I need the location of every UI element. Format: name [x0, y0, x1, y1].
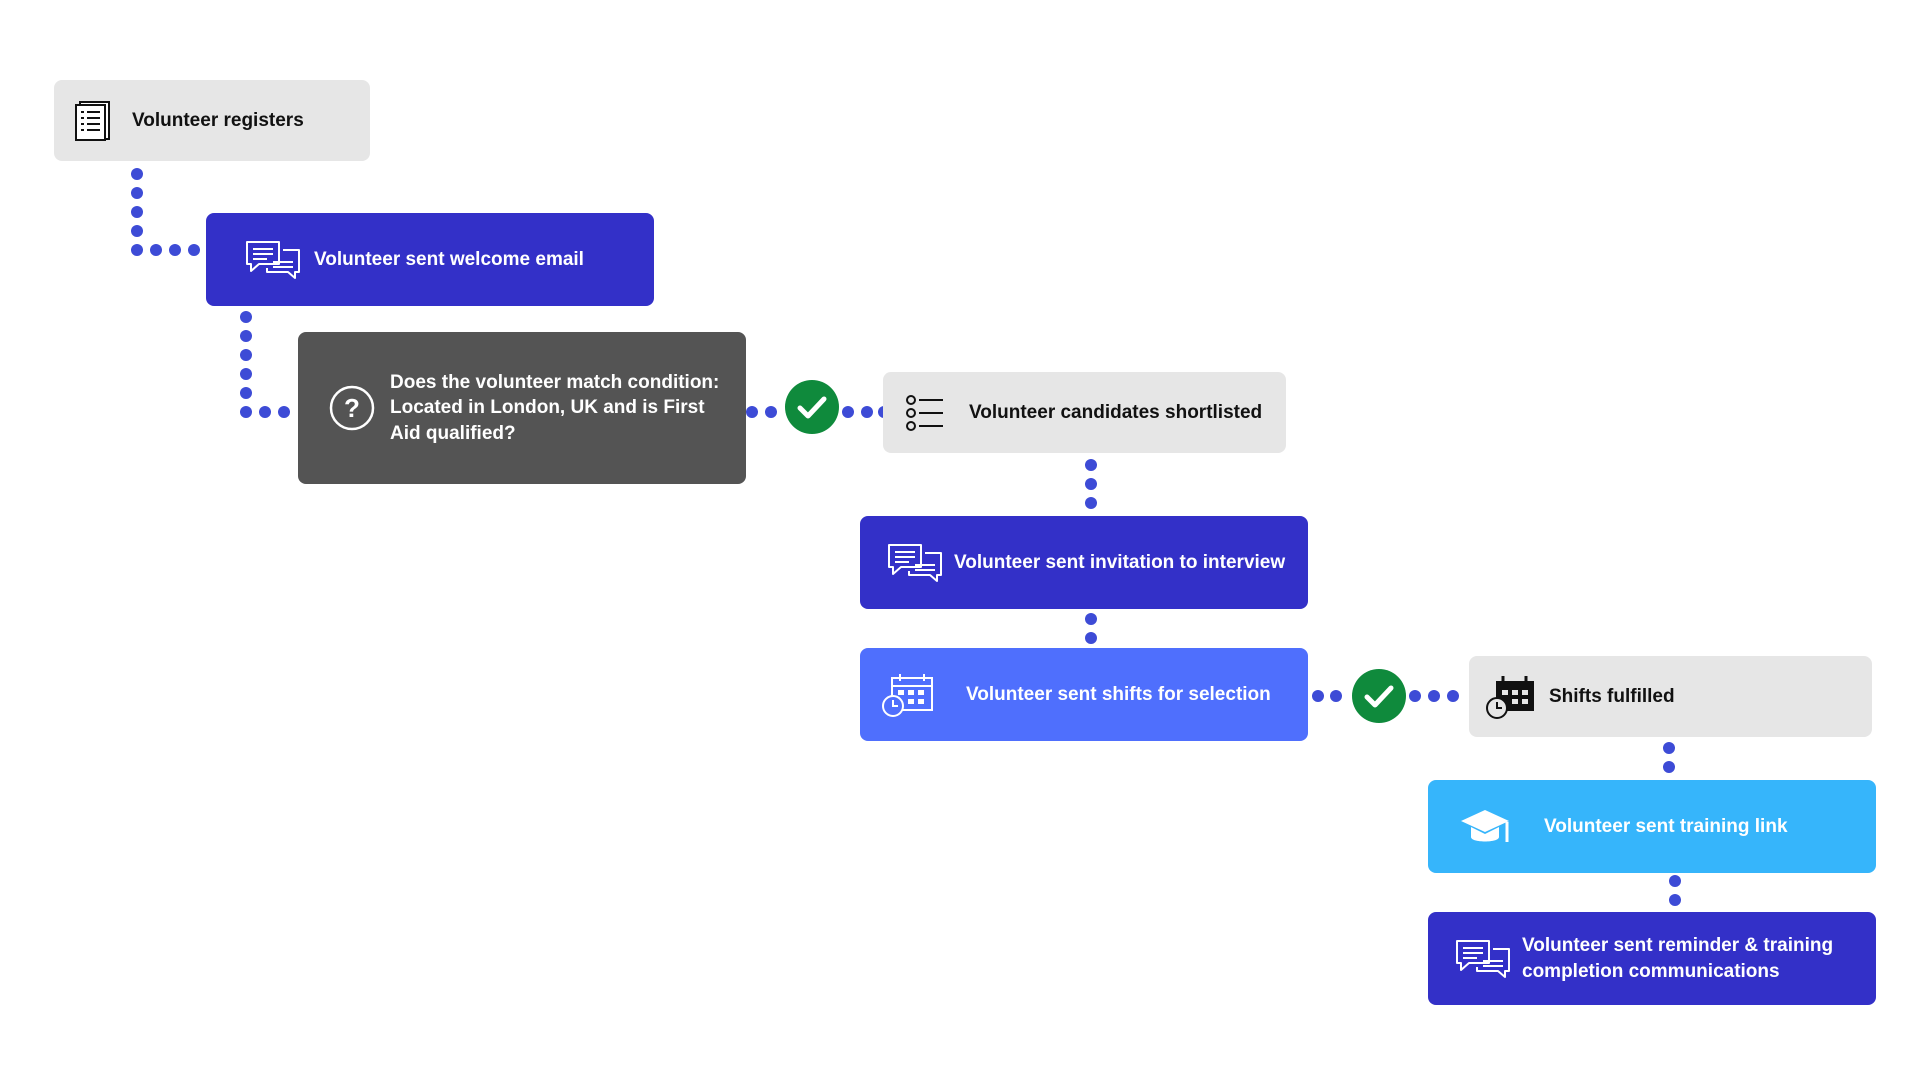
- node-reminder-communications: Volunteer sent reminder & training compl…: [1428, 912, 1876, 1005]
- chat-bubbles-icon: [244, 240, 302, 280]
- node-shifts-fulfilled: Shifts fulfilled: [1469, 656, 1872, 737]
- connector-dot: [1428, 690, 1440, 702]
- connector-dot: [278, 406, 290, 418]
- connector-dot: [240, 330, 252, 342]
- connector-dot: [1312, 690, 1324, 702]
- chat-bubbles-icon: [1454, 939, 1512, 979]
- connector-dot: [1085, 613, 1097, 625]
- node-volunteer-registers: Volunteer registers: [54, 80, 370, 161]
- connector-dot: [131, 187, 143, 199]
- node-condition: ? Does the volunteer match condition: Lo…: [298, 332, 746, 484]
- connector-dot: [188, 244, 200, 256]
- checklist-icon: [905, 394, 945, 432]
- connector-dot: [861, 406, 873, 418]
- connector-dot: [1085, 459, 1097, 471]
- connector-dot: [1669, 894, 1681, 906]
- check-icon: [1352, 669, 1406, 723]
- connector-dot: [1663, 742, 1675, 754]
- connector-dot: [842, 406, 854, 418]
- node-label: Volunteer sent welcome email: [314, 248, 584, 270]
- node-label: Does the volunteer match condition: Loca…: [390, 371, 720, 444]
- node-candidates-shortlisted: Volunteer candidates shortlisted: [883, 372, 1286, 453]
- calendar-clock-icon: [1485, 675, 1537, 719]
- check-icon: [785, 380, 839, 434]
- document-list-icon: [74, 100, 112, 141]
- node-invitation-to-interview: Volunteer sent invitation to interview: [860, 516, 1308, 609]
- connector-dot: [1330, 690, 1342, 702]
- chat-bubbles-icon: [886, 543, 944, 583]
- connector-dot: [746, 406, 758, 418]
- connector-dot: [240, 311, 252, 323]
- svg-text:?: ?: [344, 393, 360, 423]
- connector-dot: [150, 244, 162, 256]
- connector-dot: [765, 406, 777, 418]
- connector-dot: [240, 349, 252, 361]
- connector-dot: [131, 168, 143, 180]
- connector-dot: [131, 225, 143, 237]
- connector-dot: [240, 368, 252, 380]
- connector-dot: [1085, 497, 1097, 509]
- connector-dot: [240, 406, 252, 418]
- node-label: Volunteer sent invitation to interview: [954, 551, 1286, 573]
- connector-dot: [169, 244, 181, 256]
- connector-dot: [131, 206, 143, 218]
- node-welcome-email: Volunteer sent welcome email: [206, 213, 654, 306]
- node-training-link: Volunteer sent training link: [1428, 780, 1876, 873]
- graduation-cap-icon: [1458, 806, 1512, 848]
- connector-dot: [1085, 632, 1097, 644]
- calendar-clock-icon: [880, 672, 936, 718]
- connector-dot: [1669, 875, 1681, 887]
- connector-dot: [1663, 761, 1675, 773]
- node-label: Shifts fulfilled: [1549, 685, 1675, 707]
- connector-dot: [240, 387, 252, 399]
- connector-dot: [259, 406, 271, 418]
- node-shifts-for-selection: Volunteer sent shifts for selection: [860, 648, 1308, 741]
- node-label: Volunteer sent shifts for selection: [966, 683, 1271, 705]
- connector-dot: [131, 244, 143, 256]
- question-circle-icon: ?: [328, 385, 376, 431]
- node-label: Volunteer sent reminder & training compl…: [1522, 934, 1834, 982]
- node-label: Volunteer registers: [132, 109, 304, 131]
- node-label: Volunteer candidates shortlisted: [969, 401, 1263, 423]
- node-label: Volunteer sent training link: [1544, 815, 1788, 837]
- connector-dot: [1447, 690, 1459, 702]
- connector-dot: [1085, 478, 1097, 490]
- connector-dot: [1409, 690, 1421, 702]
